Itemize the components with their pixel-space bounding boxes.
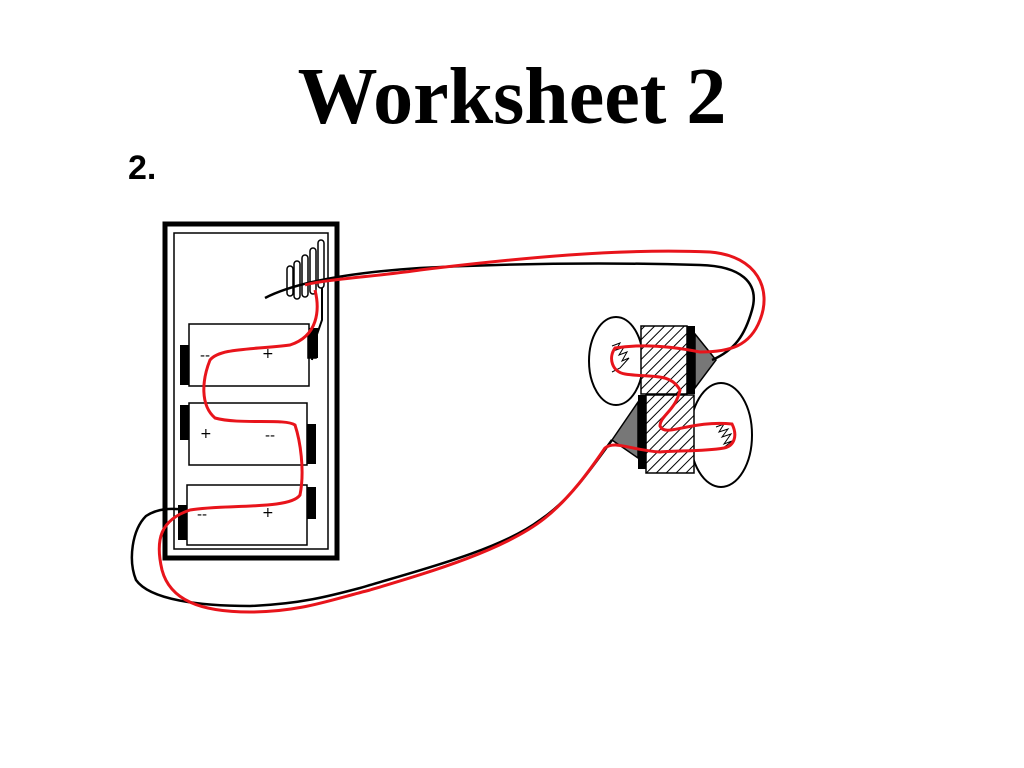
slide-title: Worksheet 2 bbox=[297, 53, 727, 141]
red-drawn-path bbox=[157, 249, 766, 614]
cell-1-left-sign: -- bbox=[200, 348, 210, 364]
battery-cell-1: -- + bbox=[180, 323, 318, 387]
light-bulb-1 bbox=[588, 316, 717, 406]
battery-cell-2: + -- bbox=[180, 402, 316, 466]
cell-3-right-sign: + bbox=[262, 505, 274, 521]
light-bulb-2 bbox=[610, 382, 753, 488]
battery-cell-3: -- + bbox=[178, 484, 316, 546]
cell-2-left-sign: + bbox=[200, 426, 212, 442]
cell-1-right-sign: + bbox=[262, 346, 274, 362]
cell-3-left-sign: -- bbox=[197, 507, 207, 523]
cell-2-right-sign: -- bbox=[265, 428, 275, 444]
question-number: 2. bbox=[128, 149, 157, 187]
